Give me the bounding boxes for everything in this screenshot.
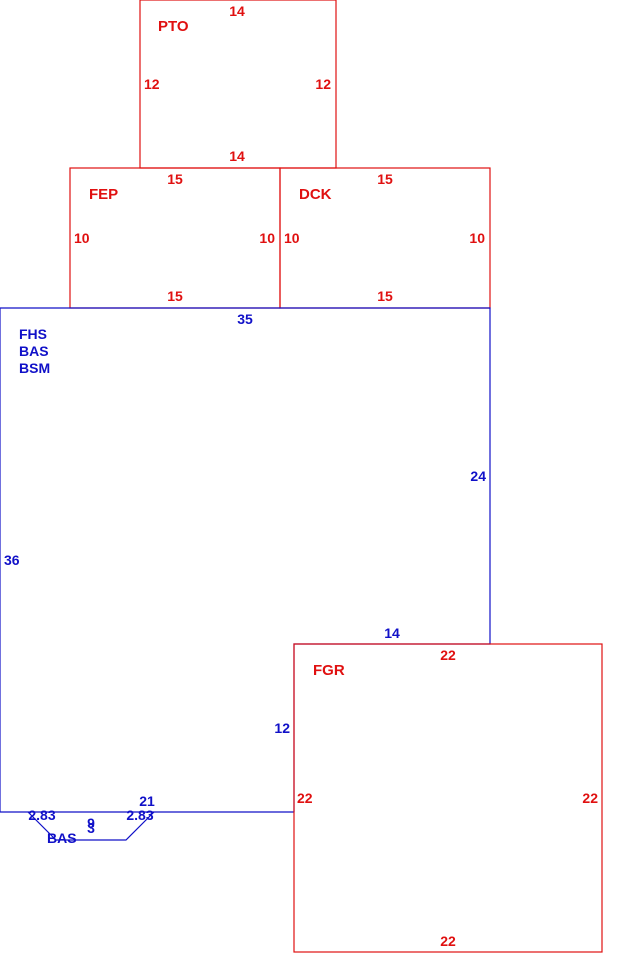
main-left-dim: 36 bbox=[4, 552, 20, 568]
fgr-bottom-dim: 22 bbox=[440, 933, 456, 949]
main-bottom-dim: 21 bbox=[139, 793, 155, 809]
fgr-area-label: FGR bbox=[313, 662, 345, 679]
main-step-top-dim: 14 bbox=[384, 625, 400, 641]
bay-depth-dim: 3 bbox=[87, 820, 95, 836]
main-step-side-dim: 12 bbox=[274, 720, 290, 736]
fgr-outline bbox=[293, 643, 603, 953]
bay-right-dim: 2.83 bbox=[126, 807, 153, 823]
dck-bottom-dim: 15 bbox=[377, 288, 393, 304]
fep-left-dim: 10 bbox=[74, 230, 90, 246]
dck-right-dim: 10 bbox=[469, 230, 485, 246]
bay-bas-area-label: BAS bbox=[47, 830, 77, 846]
fep-top-dim: 15 bbox=[167, 171, 183, 187]
bsm-area-label: BSM bbox=[19, 360, 50, 376]
bay-left-dim: 2.83 bbox=[28, 807, 55, 823]
pto-left-dim: 12 bbox=[144, 76, 160, 92]
main-right-dim: 24 bbox=[470, 468, 486, 484]
fhs-area-label: FHS bbox=[19, 326, 47, 342]
fep-area-label: FEP bbox=[89, 186, 118, 203]
pto-area-label: PTO bbox=[158, 18, 189, 35]
pto-right-dim: 12 bbox=[315, 76, 331, 92]
pto-top-dim: 14 bbox=[229, 3, 245, 19]
fep-bottom-dim: 15 bbox=[167, 288, 183, 304]
fep-right-dim: 10 bbox=[259, 230, 275, 246]
bay-width-dim: 9 bbox=[87, 815, 95, 831]
fgr-right-dim: 22 bbox=[582, 790, 598, 806]
main-house-outline bbox=[0, 307, 491, 813]
dck-area-label: DCK bbox=[299, 186, 332, 203]
dck-top-dim: 15 bbox=[377, 171, 393, 187]
bay-window-outline bbox=[27, 811, 155, 841]
fgr-top-dim: 22 bbox=[440, 647, 456, 663]
bas-area-label: BAS bbox=[19, 343, 49, 359]
fgr-left-dim: 22 bbox=[297, 790, 313, 806]
pto-bottom-dim: 14 bbox=[229, 148, 245, 164]
main-top-dim: 35 bbox=[237, 311, 253, 327]
dck-left-dim: 10 bbox=[284, 230, 300, 246]
